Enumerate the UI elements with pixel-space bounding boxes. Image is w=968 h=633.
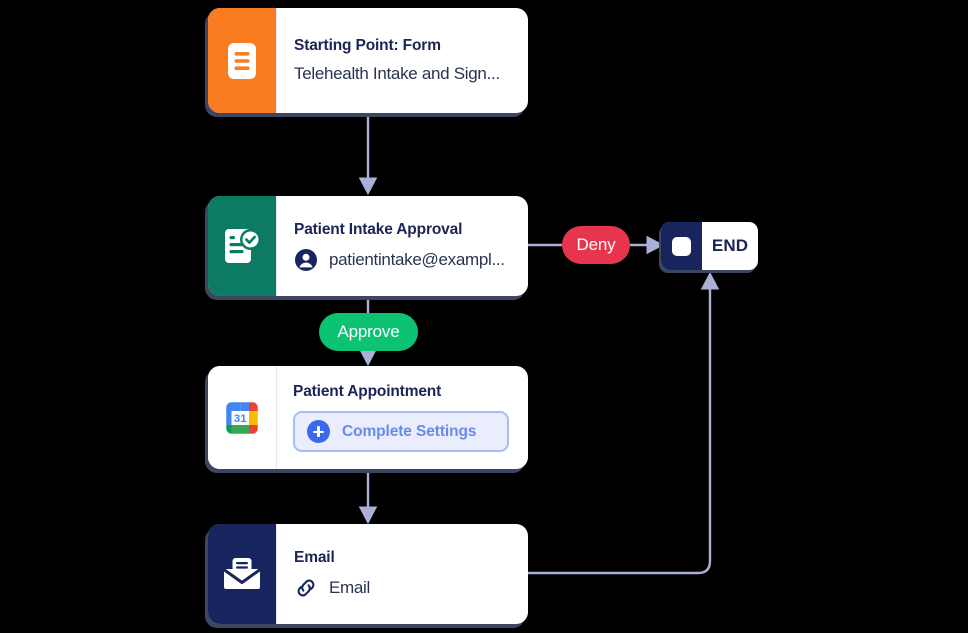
node-body: Email Email [276,524,528,624]
link-chain-icon [294,576,318,600]
node-title: Patient Appointment [293,383,442,400]
node-starting-point-form[interactable]: Starting Point: Form Telehealth Intake a… [208,8,528,113]
complete-settings-button[interactable]: Complete Settings [293,411,509,452]
node-patient-appointment[interactable]: 31 Patient Appointment Complete Settings [208,366,528,469]
google-calendar-icon: 31 [208,366,276,469]
end-label: END [711,236,749,255]
node-title: Email [294,548,335,566]
node-body: Patient Intake Approval patientintake@ex… [276,196,528,296]
node-patient-intake-approval[interactable]: Patient Intake Approval patientintake@ex… [208,196,528,296]
stop-square-icon [661,222,702,270]
node-body: Patient Appointment Complete Settings [276,366,528,469]
form-document-icon [208,8,276,113]
connector-email-to-end [528,271,720,575]
node-subtitle: Telehealth Intake and Sign... [294,64,500,83]
node-title: Starting Point: Form [294,37,441,54]
calendar-day-number: 31 [234,412,247,424]
stop-square-glyph [672,236,691,256]
node-body: Starting Point: Form Telehealth Intake a… [276,8,528,113]
email-link-label: Email [329,577,371,597]
node-end[interactable]: END [661,222,758,270]
node-email[interactable]: Email Email [208,524,528,624]
complete-settings-label: Complete Settings [342,422,477,440]
user-avatar-icon [294,248,318,272]
node-subtitle-row: patientintake@exampl... [294,248,512,272]
envelope-icon [208,524,276,624]
plus-circle-icon [307,420,330,443]
approval-document-check-icon [208,196,276,296]
approver-email: patientintake@exampl... [329,249,505,269]
node-subtitle-row: Email [294,576,512,600]
badge-approve[interactable]: Approve [319,313,418,351]
badge-deny[interactable]: Deny [562,226,630,264]
node-title: Patient Intake Approval [294,220,463,238]
